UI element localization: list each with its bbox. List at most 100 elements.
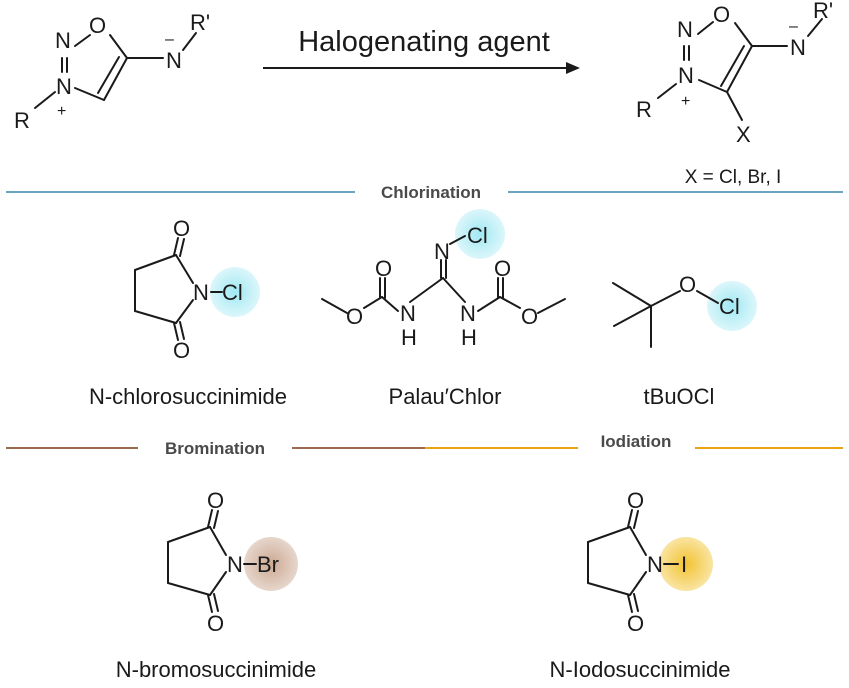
atom-o: O — [89, 13, 106, 38]
bond-o-c5 — [734, 22, 753, 47]
atom-o: O — [713, 2, 730, 27]
bond-co-top-b — [633, 510, 639, 529]
atom-n: N — [193, 280, 209, 305]
bond-co-bottom-a — [207, 594, 213, 613]
bond-n-cl — [449, 235, 466, 245]
section-chlorination: Chlorination — [6, 183, 843, 202]
atom-cl: Cl — [719, 294, 740, 319]
bond-ring-1 — [134, 254, 177, 271]
i-highlight — [659, 537, 713, 591]
charge-minus: – — [165, 31, 174, 48]
bond-n3-r — [34, 91, 56, 109]
bond-ring-3 — [629, 571, 647, 596]
nbs-name: N-bromosuccinimide — [116, 657, 317, 682]
bond-ring-3 — [175, 299, 194, 324]
atom-o-bottom: O — [627, 611, 644, 636]
bond-n3-r — [657, 83, 677, 99]
product-note: X = Cl, Br, I — [685, 167, 782, 188]
bond-co-bottom-b — [179, 321, 185, 340]
atom-cl: Cl — [222, 280, 243, 305]
atom-n-top: N — [55, 28, 71, 53]
atom-n-exo: N — [166, 48, 182, 73]
atom-r: R — [14, 108, 30, 133]
bond-cl-obridge — [363, 296, 383, 309]
bond-c4-c5-double — [97, 56, 120, 94]
atom-o-top: O — [207, 488, 224, 513]
nis-name: N-Iodosuccinimide — [550, 657, 731, 682]
reagent-tbuocl: O Cl tBuOCl — [612, 272, 757, 409]
section-bromination: Bromination — [6, 439, 425, 458]
bond-c-nl — [409, 277, 444, 303]
bond-co-bottom-a — [173, 322, 179, 341]
palau-chlor-name: Palau′Chlor — [389, 384, 502, 409]
bond-obridge-me-r — [537, 298, 566, 314]
section-iodination: Iodiation — [425, 432, 843, 451]
bond-c-me-left — [612, 282, 652, 307]
reagent-palau-chlor: Cl N O O O O N H N H Palau′Chlor — [321, 209, 566, 409]
atom-h-left: H — [401, 325, 417, 350]
atom-n-right: N — [460, 301, 476, 326]
bond-ring-2 — [175, 254, 194, 284]
reagent-nis: O O N I N-Iodosuccinimide — [550, 488, 731, 682]
atom-n-bottom: N — [56, 74, 72, 99]
reaction-arrow: Halogenating agent — [263, 26, 580, 74]
bond-o-cl — [696, 290, 719, 304]
bond-c-nr — [442, 277, 466, 303]
atom-n-exo: N — [790, 35, 806, 60]
bond-nl-cl — [381, 296, 399, 312]
bond-ring-4 — [167, 582, 211, 596]
bond-ring-4 — [134, 310, 177, 324]
charge-plus: + — [681, 93, 690, 110]
cl-highlight — [707, 281, 757, 331]
iodination-title: Iodiation — [601, 432, 672, 451]
charge-minus: – — [789, 18, 798, 35]
bond-o-n1 — [697, 21, 714, 35]
atom-o-top: O — [627, 488, 644, 513]
bond-obridge-me — [321, 298, 348, 314]
bromination-title: Bromination — [165, 439, 265, 458]
arrow-label: Halogenating agent — [298, 26, 550, 58]
ncs-name: N-chlorosuccinimide — [89, 384, 287, 409]
cl-highlight — [455, 209, 505, 259]
atom-o-top: O — [173, 216, 190, 241]
atom-r-prime: R' — [190, 10, 210, 35]
atom-x: X — [736, 122, 751, 147]
bond-n3-c4 — [74, 87, 105, 101]
bond-c-me-lower — [613, 305, 652, 327]
atom-cl: Cl — [467, 223, 488, 248]
reagent-ncs: O O N Cl N-chlorosuccinimide — [89, 216, 287, 409]
atom-n-left: N — [400, 301, 416, 326]
atom-o-bottom: O — [207, 611, 224, 636]
atom-n: N — [227, 552, 243, 577]
bond-ring-2 — [209, 526, 227, 556]
atom-o: O — [679, 272, 696, 297]
atom-r-prime: R' — [813, 0, 833, 23]
bond-c4-c5-double — [720, 45, 745, 87]
atom-n-bottom: N — [678, 63, 694, 88]
product-structure: N N O R + N – R' X X = Cl, Br, I — [636, 0, 833, 188]
atom-r: R — [636, 97, 652, 122]
bond-o-c5 — [109, 34, 128, 59]
charge-plus: + — [57, 103, 66, 120]
atom-n-imine: N — [434, 239, 450, 264]
bond-co-top-b — [213, 510, 219, 529]
bond-nr-cr — [477, 296, 501, 312]
bond-co-top-b — [179, 238, 185, 257]
bond-ring-1 — [167, 526, 211, 543]
chlorination-title: Chlorination — [381, 183, 481, 202]
atom-o-right-bridge: O — [521, 304, 538, 329]
br-highlight — [244, 537, 298, 591]
atom-o-left-bridge: O — [346, 304, 363, 329]
bond-c4-x — [726, 91, 743, 121]
bond-ring-2 — [629, 526, 647, 556]
bond-o-n1 — [74, 34, 91, 47]
atom-n-top: N — [677, 17, 693, 42]
atom-h-right: H — [461, 325, 477, 350]
bond-co-top-a — [207, 509, 213, 528]
atom-i: I — [681, 552, 687, 577]
atom-o-right-top: O — [494, 256, 511, 281]
bond-co-top-a — [627, 509, 633, 528]
bond-cr-obridge — [499, 296, 521, 309]
bond-ring-3 — [209, 571, 227, 596]
